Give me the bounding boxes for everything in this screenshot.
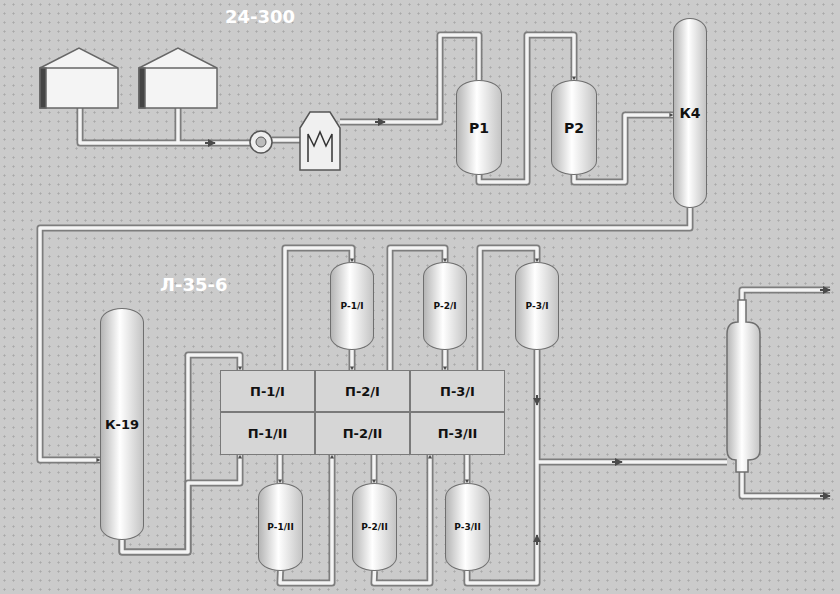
vessel-label: Р-3/II [454,522,481,532]
vessel-label: П-1/II [248,426,288,441]
pipe-connector [352,350,353,370]
vessel-label: П-1/I [250,384,285,399]
vessel-label: К4 [679,105,700,121]
furnace-section: П-3/I [410,370,505,412]
vessel: К-19 [100,308,144,540]
furnace-section: П-1/I [220,370,315,412]
vessel-label: К-19 [105,417,139,432]
furnace-section: П-2/I [315,370,410,412]
vessel: Р-3/II [445,483,490,571]
vessel: Р2 [551,80,597,175]
vessel-label: Р2 [564,120,584,136]
pipe-connector [280,455,281,483]
vessel: К4 [673,18,707,208]
furnace-section: П-2/II [315,412,410,455]
pipe-connector [374,455,375,483]
vessel-label: Р1 [469,120,489,136]
pipe-connector [467,455,468,483]
vessel-label: Р-1/II [267,522,294,532]
vessel-label: П-3/II [438,426,478,441]
vessel-label: П-2/II [343,426,383,441]
vessel: Р-1/II [258,483,303,571]
furnace-section: П-1/II [220,412,315,455]
vessel-label: Р-2/II [361,522,388,532]
vessel: Р-1/I [330,262,374,350]
pipe-connector [445,350,446,370]
vessel-label: П-2/I [345,384,380,399]
vessel: Р-2/I [423,262,467,350]
vessel-label: Р-1/I [340,301,363,311]
vessel: Р1 [456,80,502,175]
furnace-section: П-3/II [410,412,505,455]
unit-title: Л-35-6 [160,274,227,295]
vessel: Р-2/II [352,483,397,571]
unit-title: 24-300 [225,6,295,27]
vessel-label: Р-2/I [433,301,456,311]
vessel: Р-3/I [515,262,559,350]
vessel-label: П-3/I [440,384,475,399]
vessel-label: Р-3/I [525,301,548,311]
